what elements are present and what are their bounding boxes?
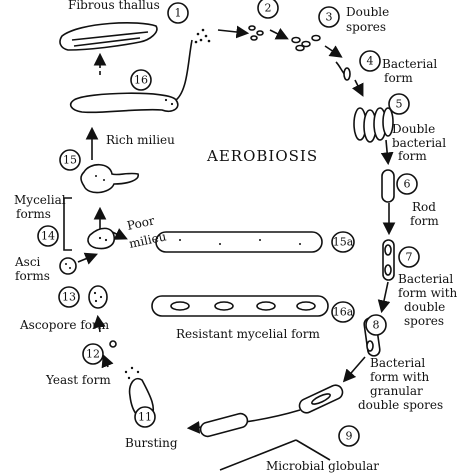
label-fibrous-thallus: Fibrous thallus — [68, 0, 160, 12]
stage-number-16a: 16a — [331, 301, 355, 323]
stage-4-bacterial-form — [335, 61, 351, 81]
stage-number-16: 16 — [130, 69, 152, 91]
label-16a: Resistant mycelial form — [176, 327, 320, 341]
label-14-line1: Asci — [14, 255, 41, 269]
svg-text:7: 7 — [406, 251, 413, 264]
label-14-line2: forms — [15, 269, 50, 283]
label-8-line1: Bacterial — [370, 356, 425, 370]
stage-15-mycelial — [80, 163, 139, 194]
stage-1-dots — [194, 28, 211, 44]
label-8-line4: double spores — [358, 398, 443, 412]
stage-number-5: 5 — [388, 93, 410, 115]
label-5-line2: bacterial — [392, 136, 446, 150]
stage-5-double-bacterial — [353, 107, 394, 143]
label-rich-milieu: Rich milieu — [106, 133, 175, 147]
label-6-line1: Rod — [412, 200, 436, 214]
svg-text:5: 5 — [396, 98, 403, 111]
label-11: Bursting — [125, 436, 178, 450]
label-15-line2: forms — [16, 207, 51, 221]
svg-text:15: 15 — [63, 154, 77, 167]
stage-number-8: 8 — [365, 314, 387, 336]
svg-text:1: 1 — [175, 7, 182, 20]
stage-14-asci — [59, 227, 116, 275]
svg-text:11: 11 — [138, 411, 152, 424]
stage-number-3: 3 — [318, 6, 340, 28]
label-12: Yeast form — [45, 373, 111, 387]
label-13: Ascopore form — [19, 318, 110, 332]
svg-text:12: 12 — [86, 348, 100, 361]
stage-number-13: 13 — [58, 286, 80, 308]
label-7-line2: form with — [398, 286, 458, 300]
label-15-line1: Mycelial — [14, 193, 66, 207]
label-8-line3: granular — [370, 384, 423, 398]
svg-text:13: 13 — [62, 291, 76, 304]
stage-2-spores — [248, 25, 264, 41]
label-7-line1: Bacterial — [398, 272, 453, 286]
stage-16a-rod — [151, 295, 329, 317]
stage-number-7: 7 — [398, 246, 420, 268]
label-8-line2: form with — [370, 370, 430, 384]
stage-9-forms — [199, 384, 344, 438]
stage-number-15a: 15a — [331, 231, 355, 253]
svg-text:16: 16 — [134, 74, 148, 87]
svg-text:2: 2 — [265, 2, 272, 15]
label-poor-milieu-line1: Poor — [126, 213, 156, 233]
label-5-line1: Double — [392, 122, 435, 136]
svg-text:4: 4 — [367, 55, 374, 68]
stage-number-9: 9 — [338, 425, 360, 447]
label-3-line1: Double — [346, 5, 389, 19]
label-3-line2: spores — [346, 20, 386, 34]
stage-number-12: 12 — [82, 343, 104, 365]
label-7-line3: double — [404, 300, 445, 314]
stage-3-double-spores — [291, 34, 321, 52]
label-9: Microbial globular — [266, 459, 379, 473]
svg-text:15a: 15a — [333, 236, 354, 249]
stage-15a-rod — [155, 231, 323, 253]
svg-text:6: 6 — [404, 178, 411, 191]
stage-7-rod-spores — [382, 239, 395, 281]
stage-12-yeast — [109, 340, 117, 348]
svg-text:3: 3 — [326, 11, 333, 24]
stage-number-14: 14 — [37, 225, 59, 247]
label-4-line2: form — [384, 71, 413, 85]
stage-13-ascospores — [88, 285, 108, 309]
stage-number-2: 2 — [257, 0, 279, 19]
svg-text:8: 8 — [373, 319, 380, 332]
svg-text:14: 14 — [41, 230, 55, 243]
label-7-line4: spores — [404, 314, 444, 328]
svg-text:9: 9 — [346, 430, 353, 443]
svg-text:16a: 16a — [333, 306, 354, 319]
stage-number-1: 1 — [167, 2, 189, 24]
label-4-line1: Bacterial — [382, 57, 437, 71]
label-6-line2: form — [410, 214, 439, 228]
stage-number-4: 4 — [359, 50, 381, 72]
stage-16-thallus — [69, 39, 193, 114]
label-5-line3: form — [398, 149, 427, 163]
stage-number-11: 11 — [134, 406, 156, 428]
fibrous-thallus-shape — [59, 22, 158, 51]
stage-6-rod — [381, 169, 395, 203]
stage-number-6: 6 — [396, 173, 418, 195]
diagram-title: AEROBIOSIS — [206, 147, 318, 165]
stage-number-15: 15 — [59, 149, 81, 171]
